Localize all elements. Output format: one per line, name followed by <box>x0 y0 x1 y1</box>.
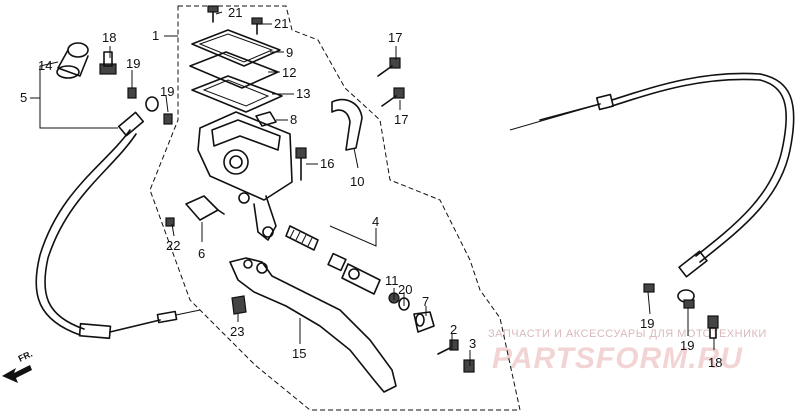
callout-5: 5 <box>20 90 27 105</box>
callout-18-b: 18 <box>708 355 722 370</box>
nut-18-left <box>145 96 159 112</box>
float-8 <box>255 111 277 127</box>
callout-16: 16 <box>320 156 334 171</box>
switch-6 <box>185 195 219 221</box>
washer-19-right-b <box>683 299 695 309</box>
callout-13: 13 <box>296 86 310 101</box>
leader-lines <box>30 11 715 366</box>
callout-17-b: 17 <box>394 112 408 127</box>
piston-kit-4 <box>285 225 381 295</box>
callout-22: 22 <box>166 238 180 253</box>
callout-21-b: 21 <box>274 16 288 31</box>
callout-21-a: 21 <box>228 5 242 20</box>
callout-labels: 1 2 3 4 5 6 7 8 9 10 11 12 13 14 15 16 1… <box>20 5 722 370</box>
watermark-brand: PARTSFORM.RU <box>492 342 743 375</box>
cable-boot-14 <box>56 42 89 79</box>
assembly-outline <box>149 5 521 411</box>
callout-17-a: 17 <box>388 30 402 45</box>
clutch-cable-right <box>509 72 795 303</box>
callout-23: 23 <box>230 324 244 339</box>
callout-7: 7 <box>422 294 429 309</box>
bolt-17-b <box>381 87 405 107</box>
front-arrow-icon: FR. <box>2 349 34 383</box>
washer-19-right-a <box>643 283 655 293</box>
callout-19-a: 19 <box>126 56 140 71</box>
callout-6: 6 <box>198 246 205 261</box>
washer-19-left-a <box>127 87 137 99</box>
callout-19-b: 19 <box>160 84 174 99</box>
washer-19-left-b <box>163 113 173 125</box>
callout-1: 1 <box>152 28 159 43</box>
screw-21-b <box>251 17 263 35</box>
lever-15 <box>229 257 397 393</box>
callout-9: 9 <box>286 45 293 60</box>
dust-cap-23 <box>231 295 247 315</box>
clutch-cable-left <box>35 111 201 340</box>
reservoir-cap-9 <box>191 29 281 67</box>
callout-2: 2 <box>450 322 457 337</box>
bolt-18-left <box>99 51 117 75</box>
callout-18-a: 18 <box>102 30 116 45</box>
nut-3 <box>463 359 475 373</box>
screw-22 <box>165 217 175 227</box>
bolt-17-a <box>377 57 401 77</box>
screw-21-a <box>207 5 219 23</box>
callout-11: 11 <box>385 273 399 288</box>
callout-3: 3 <box>469 336 476 351</box>
callout-14: 14 <box>38 58 52 73</box>
callout-8: 8 <box>290 112 297 127</box>
master-cylinder-body <box>197 111 293 241</box>
bolt-18-right <box>707 315 719 339</box>
bolt-16 <box>295 147 307 181</box>
holder-10 <box>331 98 363 151</box>
front-marker: FR. <box>17 349 34 364</box>
callout-4: 4 <box>372 214 379 229</box>
callout-19-c: 19 <box>640 316 654 331</box>
watermark-caption: ЗАПЧАСТИ И АКСЕССУАРЫ ДЛЯ МОТОТЕХНИКИ <box>488 328 767 340</box>
diaphragm-13 <box>191 75 283 113</box>
callout-20: 20 <box>398 282 412 297</box>
callout-19-d: 19 <box>680 338 694 353</box>
callout-12: 12 <box>282 65 296 80</box>
boot-7 <box>413 311 435 333</box>
callout-15: 15 <box>292 346 306 361</box>
callout-10: 10 <box>350 174 364 189</box>
pivot-bolt-2 <box>437 339 459 355</box>
